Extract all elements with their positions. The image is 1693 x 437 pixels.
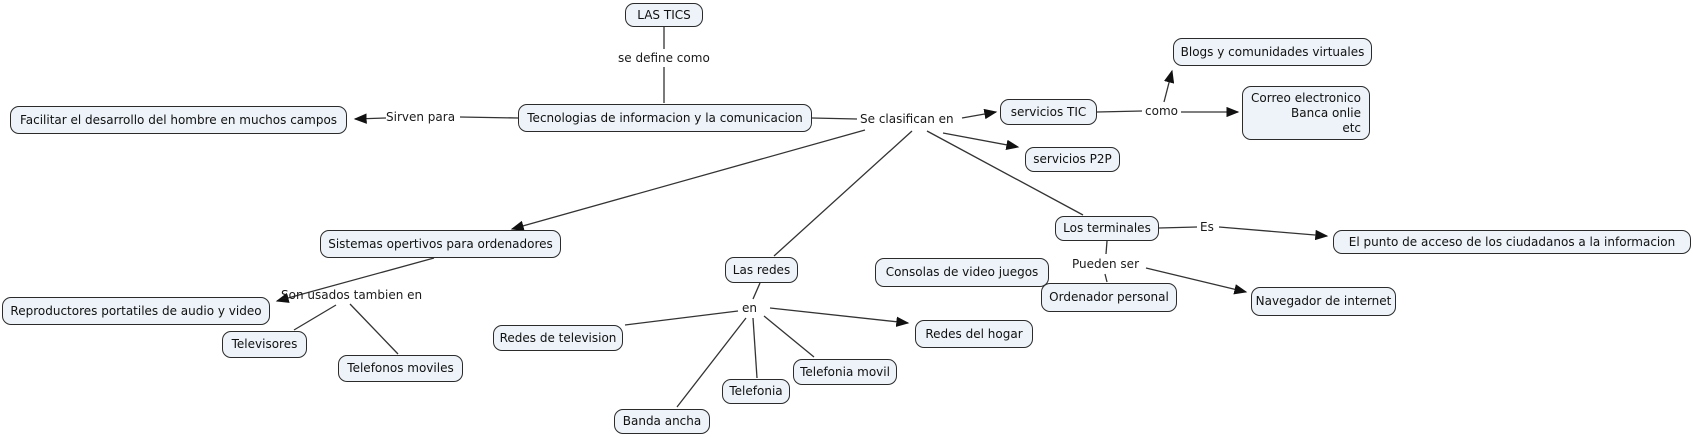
edge-en-telefoniamovil — [763, 315, 815, 358]
node-redes-television[interactable]: Redes de television — [493, 325, 623, 351]
edge-en-telefonia — [752, 317, 758, 379]
link-label-sirven-para[interactable]: Sirven para — [386, 110, 456, 124]
node-redes-hogar[interactable]: Redes del hogar — [915, 320, 1033, 348]
link-label-en[interactable]: en — [742, 301, 757, 315]
edge-serviciostic-como — [1096, 110, 1143, 113]
node-blogs[interactable]: Blogs y comunidades virtuales — [1173, 38, 1372, 66]
node-reproductores[interactable]: Reproductores portatiles de audio y vide… — [2, 297, 270, 325]
link-label-pueden-ser[interactable]: Pueden ser — [1072, 257, 1140, 271]
node-servicios-p2p[interactable]: servicios P2P — [1025, 147, 1120, 172]
edge-sonusados-televisores — [293, 304, 337, 331]
node-el-punto-acceso[interactable]: El punto de acceso de los ciudadanos a l… — [1333, 230, 1691, 254]
node-consolas[interactable]: Consolas de video juegos — [875, 258, 1049, 287]
edge-arrow-redeshogar — [769, 307, 910, 327]
edge-arrow-navegador — [1145, 267, 1248, 295]
node-sistemas-operativos[interactable]: Sistemas opertivos para ordenadores — [320, 230, 561, 258]
edge-en-redestv — [624, 310, 739, 326]
node-servicios-tic[interactable]: servicios TIC — [1000, 99, 1097, 125]
edge-en-bandaancha — [676, 317, 747, 408]
edge-arrow-sistemas — [510, 129, 866, 231]
node-las-redes[interactable]: Las redes — [725, 257, 798, 283]
link-label-son-usados[interactable]: Son usados tambien en — [281, 288, 423, 302]
node-telefonia-movil[interactable]: Telefonia movil — [793, 359, 897, 385]
edge-seclasifican-lasredes — [773, 130, 913, 257]
edge-tecnologias-sirvenpara — [459, 116, 519, 119]
node-banda-ancha[interactable]: Banda ancha — [614, 409, 710, 434]
node-telefonos-moviles[interactable]: Telefonos moviles — [338, 355, 463, 382]
node-ordenador-personal[interactable]: Ordenador personal — [1041, 283, 1177, 312]
node-telefonia[interactable]: Telefonia — [722, 379, 790, 404]
node-televisores[interactable]: Televisores — [222, 331, 307, 358]
link-label-es[interactable]: Es — [1200, 220, 1214, 234]
edge-tecnologias-seclasifican — [811, 117, 858, 120]
node-las-tics[interactable]: LAS TICS — [625, 3, 703, 27]
link-label-se-define-como[interactable]: se define como — [618, 51, 710, 65]
edge-seclasifican-losterminales — [926, 130, 1084, 216]
edge-arrow-blogs — [1163, 69, 1175, 103]
edge-puedenser-ordenador — [1104, 273, 1108, 283]
node-navegador[interactable]: Navegador de internet — [1251, 287, 1396, 316]
node-facilitar[interactable]: Facilitar el desarrollo del hombre en mu… — [10, 106, 347, 134]
edge-arrow-facilitar — [353, 113, 387, 124]
edge-arrow-servicios-p2p — [942, 132, 1020, 150]
edge-arrow-reproductores — [275, 257, 435, 303]
edge-sonusados-telefonos — [349, 303, 399, 355]
edge-lasredes-en — [752, 282, 761, 300]
node-tecnologias[interactable]: Tecnologias de informacion y la comunica… — [518, 104, 812, 132]
edge-arrow-elpunto — [1218, 226, 1329, 241]
edge-arrow-servicios-tic — [961, 108, 998, 120]
edge-losterminales-es — [1158, 226, 1198, 229]
edge-losterminales-puedenser — [1105, 240, 1108, 255]
node-correo-electronico[interactable]: Correo electronico Banca onlie etc — [1242, 86, 1370, 140]
node-los-terminales[interactable]: Los terminales — [1055, 216, 1159, 241]
link-label-se-clasifican[interactable]: Se clasifican en — [860, 112, 954, 126]
link-label-como[interactable]: como — [1145, 104, 1178, 118]
